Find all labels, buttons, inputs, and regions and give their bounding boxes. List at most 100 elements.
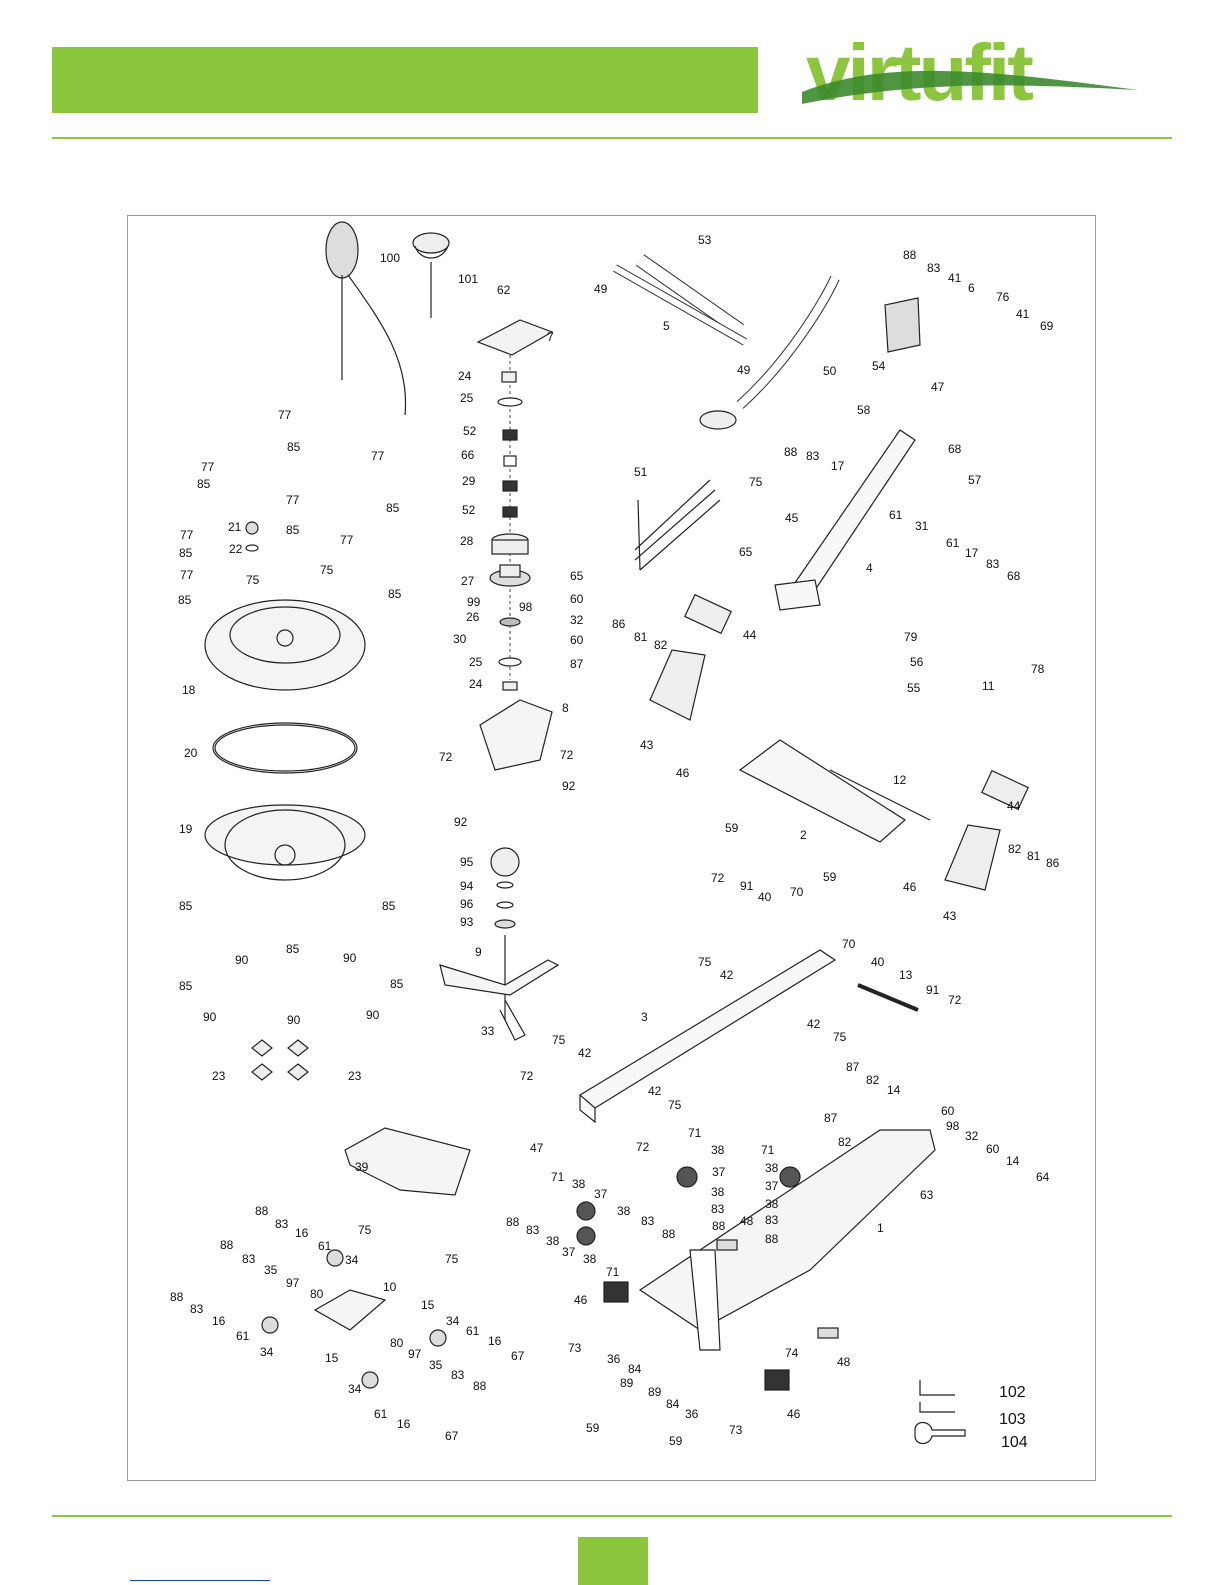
part-callout-85: 85 [286, 942, 300, 956]
part-callout-85: 85 [179, 546, 193, 560]
part-callout-88: 88 [765, 1232, 779, 1246]
part-callout-90: 90 [343, 951, 357, 965]
part-callout-73: 73 [568, 1341, 582, 1355]
part-callout-88: 88 [255, 1204, 269, 1218]
part-callout-71: 71 [606, 1265, 620, 1279]
part-callout-58: 58 [857, 403, 871, 417]
part-callout-16: 16 [295, 1226, 309, 1240]
part-callout-88: 88 [170, 1290, 184, 1304]
part-callout-38: 38 [617, 1204, 631, 1218]
part-callout-14: 14 [887, 1083, 901, 1097]
part-callout-75: 75 [320, 563, 334, 577]
part-94-washer [496, 881, 514, 889]
part-39-seat [344, 1127, 471, 1196]
part-callout-66: 66 [461, 448, 475, 462]
part-callout-22: 22 [229, 542, 243, 556]
part-callout-37: 37 [594, 1187, 608, 1201]
part-callout-17: 17 [831, 459, 845, 473]
part-callout-83: 83 [190, 1302, 204, 1316]
part-callout-9: 9 [475, 945, 482, 959]
part-29-bearing [502, 480, 518, 492]
part-callout-41: 41 [948, 271, 962, 285]
part-callout-88: 88 [473, 1379, 487, 1393]
part-callout-30: 30 [453, 632, 467, 646]
part-callout-85: 85 [388, 587, 402, 601]
tool-104-spanner [914, 1421, 966, 1445]
part-callout-3: 3 [641, 1010, 648, 1024]
part-callout-42: 42 [578, 1046, 592, 1060]
part-callout-43: 43 [943, 909, 957, 923]
part-callout-46: 46 [787, 1407, 801, 1421]
part-callout-7: 7 [547, 330, 554, 344]
part-23-pads [251, 1039, 309, 1081]
part-callout-92: 92 [454, 815, 468, 829]
part-callout-86: 86 [1046, 856, 1060, 870]
part-callout-88: 88 [784, 445, 798, 459]
part-callout-93: 93 [460, 915, 474, 929]
part-callout-34: 34 [446, 1314, 460, 1328]
part-callout-29: 29 [462, 474, 476, 488]
part-callout-24: 24 [469, 677, 483, 691]
virtufit-logo: virtufit [802, 28, 1138, 117]
part-callout-98: 98 [519, 600, 533, 614]
part-48-cap-a [716, 1239, 738, 1251]
part-callout-79: 79 [904, 630, 918, 644]
part-callout-39: 39 [355, 1160, 369, 1174]
part-13-axle [857, 983, 919, 1012]
page-number-tab [578, 1537, 648, 1585]
part-100-grip [325, 221, 407, 416]
part-44-cap-b [981, 769, 1029, 811]
part-callout-101: 101 [458, 272, 478, 286]
part-callout-77: 77 [180, 568, 194, 582]
part-callout-85: 85 [179, 899, 193, 913]
part-callout-13: 13 [899, 968, 913, 982]
part-101-knob [412, 232, 450, 318]
part-callout-11: 11 [982, 679, 995, 693]
part-12-rod [829, 769, 931, 821]
part-callout-68: 68 [1007, 569, 1021, 583]
part-callout-71: 71 [688, 1126, 702, 1140]
part-callout-74: 74 [785, 1346, 799, 1360]
part-callout-42: 42 [648, 1084, 662, 1098]
part-callout-57: 57 [968, 473, 982, 487]
part-callout-75: 75 [698, 955, 712, 969]
part-callout-59: 59 [669, 1434, 683, 1448]
part-callout-46: 46 [676, 766, 690, 780]
part-37-rollers [576, 1166, 801, 1246]
part-callout-33: 33 [481, 1024, 495, 1038]
part-callout-23: 23 [348, 1069, 362, 1083]
part-callout-89: 89 [648, 1385, 662, 1399]
part-callout-25: 25 [469, 655, 483, 669]
part-callout-88: 88 [220, 1238, 234, 1252]
logo-swoosh [802, 70, 1138, 104]
part-18-tank-lid [204, 599, 366, 691]
part-callout-37: 37 [765, 1179, 779, 1193]
tool-102-hex-key [919, 1380, 955, 1396]
part-callout-83: 83 [765, 1213, 779, 1227]
part-callout-77: 77 [180, 528, 194, 542]
part-callout-85: 85 [286, 523, 300, 537]
footer-link-underline[interactable] [130, 1580, 270, 1581]
part-43-pedal-right [944, 824, 1001, 891]
part-callout-37: 37 [712, 1165, 726, 1179]
part-callout-28: 28 [460, 534, 474, 548]
exploded-view-frame [127, 215, 1096, 1481]
part-callout-38: 38 [711, 1185, 725, 1199]
part-54-console [884, 297, 921, 353]
part-callout-64: 64 [1036, 1170, 1050, 1184]
part-7-plate [476, 319, 554, 356]
part-callout-83: 83 [526, 1223, 540, 1237]
part-callout-20: 20 [184, 746, 198, 760]
part-callout-49: 49 [737, 363, 751, 377]
part-callout-34: 34 [345, 1253, 359, 1267]
part-callout-60: 60 [570, 633, 584, 647]
part-callout-31: 31 [915, 519, 929, 533]
part-34-wheels [261, 1249, 447, 1389]
part-22-seal [245, 544, 259, 552]
part-callout-26: 26 [466, 610, 480, 624]
part-callout-72: 72 [439, 750, 453, 764]
part-callout-90: 90 [287, 1013, 301, 1027]
part-callout-87: 87 [824, 1111, 838, 1125]
part-callout-85: 85 [197, 477, 211, 491]
part-callout-83: 83 [275, 1217, 289, 1231]
